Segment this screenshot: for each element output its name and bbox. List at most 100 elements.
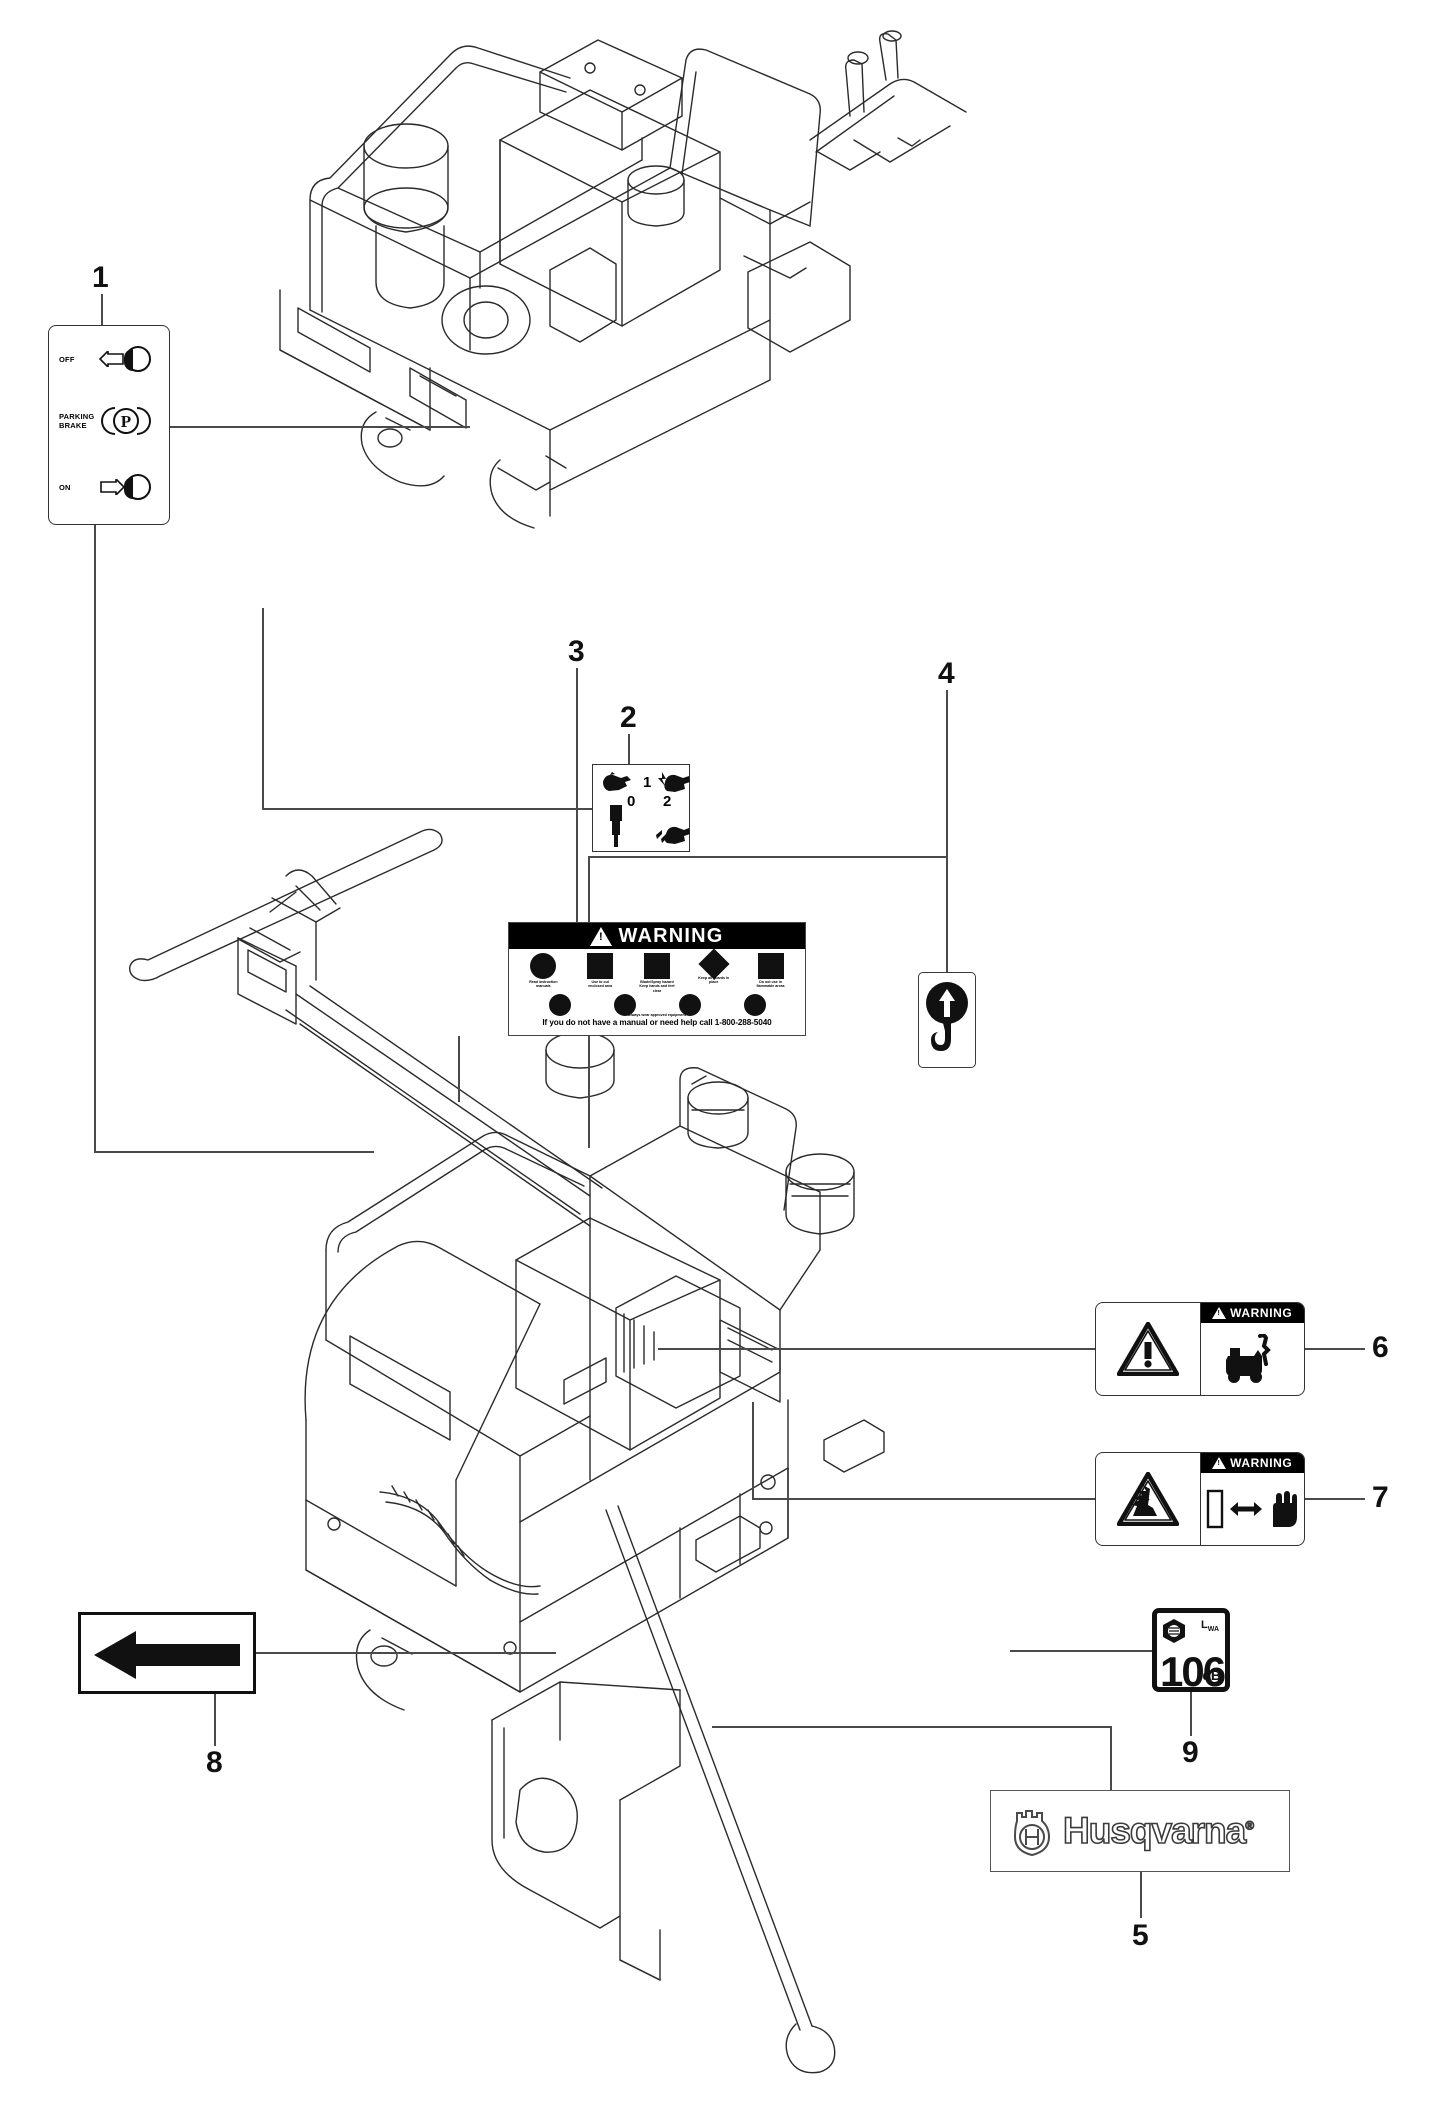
leader-line-7-left <box>752 1498 1096 1500</box>
left-arrow-icon <box>94 1631 240 1679</box>
callout-number-6: 6 <box>1372 1331 1389 1364</box>
keep-distance-blade-icon <box>1207 1489 1224 1529</box>
main-warning-decal[interactable]: WARNING Read instruction manuals Use to … <box>508 922 806 1036</box>
decal3-cap-4-l2: flammable areas <box>756 984 785 989</box>
decal3-cap-4-l1: Do not use in <box>759 980 782 984</box>
decal2-pos-2: 2 <box>663 793 672 810</box>
hearing-protection-icon <box>548 994 571 1017</box>
decal7-warning-text: WARNING <box>1230 1456 1293 1470</box>
decal6-left-cell <box>1096 1303 1201 1395</box>
decal3-cap-1-l1: Use to cut <box>591 980 609 984</box>
decal6-warning-text: WARNING <box>1230 1306 1293 1320</box>
leader-line-4-across <box>588 856 946 858</box>
decal3-icon-flammable: Do not use in flammable areas <box>745 953 797 993</box>
decal3-cap-2-l1: Blade/Spray hazard <box>640 980 674 984</box>
decal1-parking-line1: PARKING <box>59 412 95 421</box>
decal7-warning-header: WARNING <box>1200 1453 1304 1473</box>
decal3-cap-2-l2: Keep hands and feet <box>639 984 675 989</box>
decal1-parking-row: PARKING BRAKE P <box>49 404 169 438</box>
decal1-off-row: OFF <box>49 346 169 372</box>
leader-line-1-down <box>94 525 96 1152</box>
decal1-p-symbol: P <box>113 408 139 434</box>
lifting-point-decal[interactable] <box>918 972 976 1068</box>
husqvarna-brand-decal[interactable]: Husqvarna® <box>990 1790 1290 1872</box>
decal7-pictogram-area <box>1201 1473 1305 1545</box>
decal3-icon-read-manual: Read instruction manuals <box>517 953 569 993</box>
callout-number-1: 1 <box>92 261 109 294</box>
leader-line-7 <box>1303 1498 1365 1500</box>
machine-illustration-top <box>279 30 967 529</box>
leader-line-9 <box>1010 1650 1152 1652</box>
decal3-icon-row: Read instruction manuals Use to cut encl… <box>509 948 805 993</box>
throttle-lever-icon <box>610 805 622 847</box>
leader-line-6-left <box>658 1348 1096 1350</box>
leader-line-5-up <box>1110 1726 1112 1790</box>
walk-behind-saw-pictogram-icon <box>1226 1334 1272 1383</box>
leader-line-8 <box>256 1652 556 1654</box>
decal1-parking-line2: BRAKE <box>59 421 87 430</box>
leader-line-5-across <box>712 1726 1112 1728</box>
machine-illustration-bottom <box>129 828 885 2074</box>
decal1-on-knob-icon <box>124 474 151 500</box>
sound-power-quantity: LWA <box>1200 1619 1219 1634</box>
leader-line-1-brake <box>170 426 470 428</box>
head-protection-icon <box>743 994 766 1017</box>
husqvarna-brand-text: Husqvarna <box>1062 1809 1247 1852</box>
sound-power-quantity-symbol: L <box>1200 1619 1208 1631</box>
decal3-ppe-caption: Always wear approved equipment <box>628 1013 686 1018</box>
warning-triangle-icon <box>590 926 613 946</box>
choke-throttle-decal[interactable]: 0 1 2 <box>592 764 690 852</box>
decal1-on-arrow-icon <box>99 479 125 495</box>
sound-power-decal[interactable]: LWA 106 dB <box>1152 1608 1230 1693</box>
sound-power-hex-icon <box>1163 1619 1185 1643</box>
leader-line-2 <box>628 734 630 764</box>
hand-cut-triangle-icon <box>1116 1472 1179 1526</box>
leader-line-2-hook <box>262 608 264 808</box>
manual-book-icon <box>530 953 557 979</box>
decal3-cap-0-l2: manuals <box>536 984 551 989</box>
stop-engine-icon <box>656 826 690 844</box>
decal1-on-label: ON <box>59 482 71 492</box>
lifting-hook-icon <box>926 982 968 1051</box>
decal1-brake-arc-left <box>101 407 115 435</box>
callout-number-7: 7 <box>1372 1481 1389 1514</box>
decal3-cap-2-l3: clear <box>652 988 662 993</box>
no-flammable-icon <box>757 953 784 979</box>
warning-machine-decal[interactable]: WARNING <box>1095 1302 1305 1396</box>
decal3-cap-3-l2: place <box>709 980 719 985</box>
sound-power-quantity-sub: WA <box>1207 1626 1219 1634</box>
callout-number-2: 2 <box>620 701 637 734</box>
decal7-right-cell: WARNING <box>1200 1453 1305 1545</box>
leader-line-1-bottom <box>94 1151 374 1153</box>
decal3-icon-ventilation: Use to cut enclosed area <box>574 953 626 993</box>
warning-triangle-icon <box>1212 1457 1227 1469</box>
leader-line-1 <box>101 294 103 327</box>
callout-number-4: 4 <box>938 657 955 690</box>
stop-hand-icon <box>1273 1491 1298 1527</box>
husqvarna-wordmark: Husqvarna® <box>1062 1809 1254 1852</box>
respirator-icon <box>613 994 636 1017</box>
direction-arrow-decal[interactable] <box>78 1612 256 1694</box>
leader-line-7-riser <box>752 1402 754 1498</box>
warning-blade-hand-decal[interactable]: WARNING <box>1095 1452 1305 1546</box>
decal3-cap-0-l1: Read instruction <box>529 980 558 984</box>
leader-line-4 <box>946 690 948 972</box>
decal1-on-row: ON <box>49 474 169 500</box>
husqvarna-crown-icon <box>1013 1810 1051 1857</box>
ventilation-icon <box>587 953 614 979</box>
warning-triangle-icon <box>1212 1307 1227 1319</box>
decal1-brake-arc-right <box>137 407 151 435</box>
decal2-pos-0: 0 <box>627 793 636 810</box>
decal1-off-knob-icon <box>124 346 151 372</box>
decal3-warning-header: WARNING <box>509 923 805 949</box>
decal1-parking-label: PARKING BRAKE <box>59 412 99 430</box>
leader-line-5 <box>1140 1872 1142 1918</box>
leader-line-2-left <box>262 808 592 810</box>
parking-brake-decal[interactable]: OFF PARKING BRAKE P ON <box>48 325 170 525</box>
leader-line-8-down <box>214 1694 216 1746</box>
blade-hazard-icon <box>643 953 670 979</box>
decal3-icon-guards: Keep all guards in place <box>688 948 740 993</box>
callout-number-3: 3 <box>568 635 585 668</box>
decal5-brand-row: Husqvarna® <box>991 1791 1289 1871</box>
